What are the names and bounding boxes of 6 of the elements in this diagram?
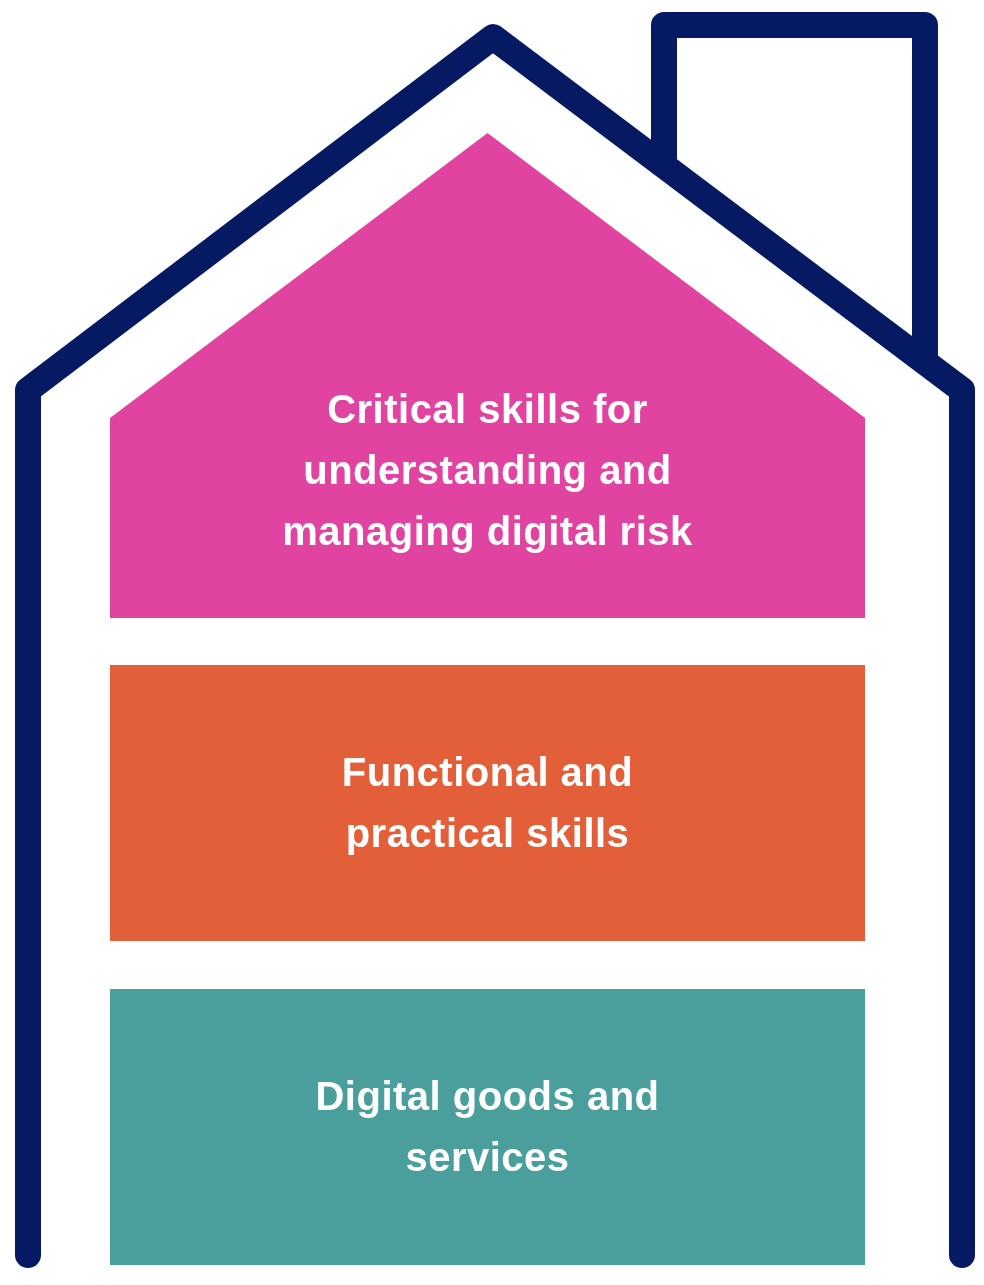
band-label: Functional and practical skills <box>340 749 635 857</box>
band-label: Critical skills for understanding and managing digital risk <box>281 386 694 555</box>
pentagon-band <box>110 133 865 618</box>
floor-band <box>110 665 865 941</box>
band-label: Digital goods and services <box>314 1073 661 1181</box>
floor-band <box>110 989 865 1265</box>
